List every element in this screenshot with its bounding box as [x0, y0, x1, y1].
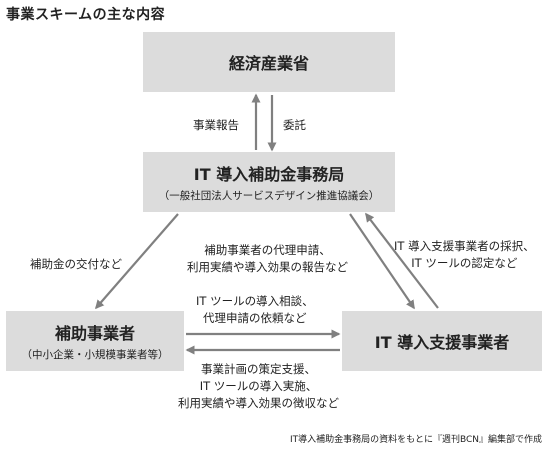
proxy-report-line-1: 補助事業者の代理申請、 — [204, 243, 331, 257]
consult-request-line-1: IT ツールの導入相談、 — [196, 294, 314, 308]
subsidized-sublabel: （中小企業・小規模事業者等） — [21, 349, 169, 361]
proxy-report-label: 補助事業者の代理申請、 利用実績や導入効果の報告など — [187, 242, 348, 276]
adopt-certify-line-2: IT ツールの認定など — [411, 256, 518, 270]
adopt-certify-arrow — [365, 212, 439, 309]
source-credit: IT導入補助金事務局の資料をもとに『週刊BCN』編集部で作成 — [289, 435, 542, 445]
support-collect-line-3: 利用実績や導入効果の徴収など — [178, 396, 339, 410]
support-collect-line-1: 事業計画の策定支援、 — [201, 362, 316, 376]
subsidized-box: 補助事業者 （中小企業・小規模事業者等） — [6, 311, 184, 371]
commission-label: 委託 — [283, 118, 306, 132]
meti-label: 経済産業省 — [228, 54, 309, 73]
adopt-certify-label: IT 導入支援事業者の採択、 IT ツールの認定など — [394, 238, 535, 272]
proxy-report-line-2: 利用実績や導入効果の報告など — [187, 260, 348, 274]
meti-box: 経済産業省 — [143, 32, 395, 92]
grant-label: 補助金の交付など — [30, 257, 122, 271]
it-office-sublabel: （一般社団法人サービスデザイン推進協議会） — [158, 190, 380, 202]
support-vendor-box: IT 導入支援事業者 — [342, 311, 542, 371]
adopt-certify-line-1: IT 導入支援事業者の採択、 — [394, 239, 535, 253]
consult-request-line-2: 代理申請の依頼など — [203, 311, 307, 325]
proxy-report-arrow — [349, 213, 415, 310]
diagram-title: 事業スキームの主な内容 — [6, 7, 166, 23]
report-label: 事業報告 — [193, 118, 239, 132]
subsidized-label: 補助事業者 — [54, 324, 135, 343]
grant-arrow — [95, 213, 179, 310]
it-office-label: IT 導入補助金事務局 — [193, 165, 345, 184]
consult-request-label: IT ツールの導入相談、 代理申請の依頼など — [196, 293, 314, 327]
support-collect-label: 事業計画の策定支援、 IT ツールの導入実施、 利用実績や導入効果の徴収など — [178, 361, 339, 412]
support-collect-line-2: IT ツールの導入実施、 — [199, 379, 318, 393]
support-vendor-label: IT 導入支援事業者 — [374, 333, 510, 352]
it-office-box: IT 導入補助金事務局 （一般社団法人サービスデザイン推進協議会） — [143, 152, 395, 212]
